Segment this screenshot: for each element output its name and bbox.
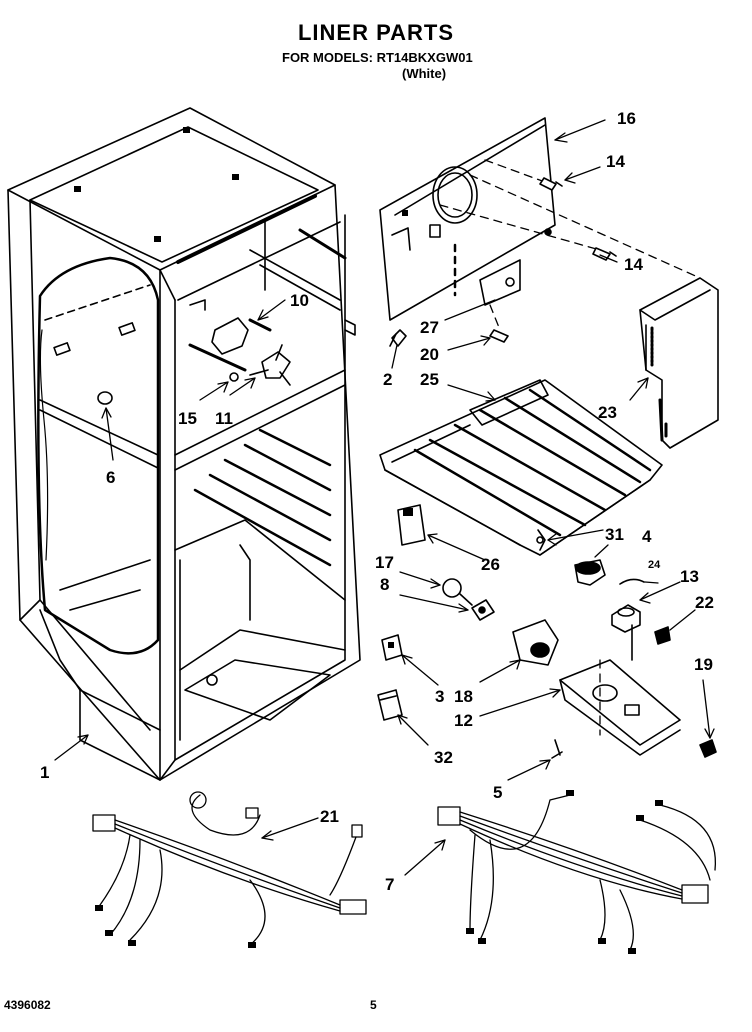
callout-5: 5 — [493, 783, 502, 802]
screws — [389, 177, 617, 347]
callout-1: 1 — [40, 763, 49, 782]
callout-leader-lines — [54, 119, 715, 876]
lower-components — [377, 504, 717, 759]
callout-31: 31 — [605, 525, 624, 544]
callout-24: 24 — [648, 559, 661, 571]
callout-22: 22 — [695, 593, 714, 612]
wire-harness-21 — [92, 791, 367, 948]
callout-14-top: 14 — [606, 152, 625, 171]
color-line: (White) — [402, 66, 447, 81]
callout-4: 4 — [642, 527, 652, 546]
callout-numbers: 16 14 14 10 11 15 6 27 20 2 25 23 31 4 2… — [40, 109, 714, 894]
duct-cover — [639, 277, 719, 449]
callout-18: 18 — [454, 687, 473, 706]
models-line: FOR MODELS: RT14BKXGW01 — [282, 50, 473, 65]
evaporator-fan-assembly — [188, 299, 291, 386]
callout-20: 20 — [420, 345, 439, 364]
callout-14-bottom: 14 — [624, 255, 643, 274]
callout-17: 17 — [375, 553, 394, 572]
callout-6: 6 — [106, 468, 115, 487]
assembly-guide-lines — [439, 159, 701, 736]
callout-27: 27 — [420, 318, 439, 337]
callout-3: 3 — [435, 687, 444, 706]
diagram-title: LINER PARTS — [297, 20, 455, 45]
callout-23: 23 — [598, 403, 617, 422]
callout-16: 16 — [617, 109, 636, 128]
callout-7: 7 — [385, 875, 394, 894]
wire-harness-7 — [437, 790, 717, 954]
callout-25: 25 — [420, 370, 439, 389]
page-number: 5 — [370, 998, 377, 1012]
callout-12: 12 — [454, 711, 473, 730]
callout-15: 15 — [178, 409, 197, 428]
liner-cabinet — [7, 107, 361, 781]
doc-number: 4396082 — [4, 998, 51, 1012]
callout-8: 8 — [380, 575, 389, 594]
callout-2: 2 — [383, 370, 392, 389]
callout-11: 11 — [215, 409, 233, 428]
callout-26: 26 — [481, 555, 500, 574]
callout-13: 13 — [680, 567, 699, 586]
callout-19: 19 — [694, 655, 713, 674]
shelf-rails — [193, 428, 332, 567]
callout-32: 32 — [434, 748, 453, 767]
callout-10: 10 — [290, 291, 309, 310]
shelf-frame — [379, 379, 663, 556]
rear-panel — [379, 117, 556, 321]
callout-21: 21 — [320, 807, 339, 826]
